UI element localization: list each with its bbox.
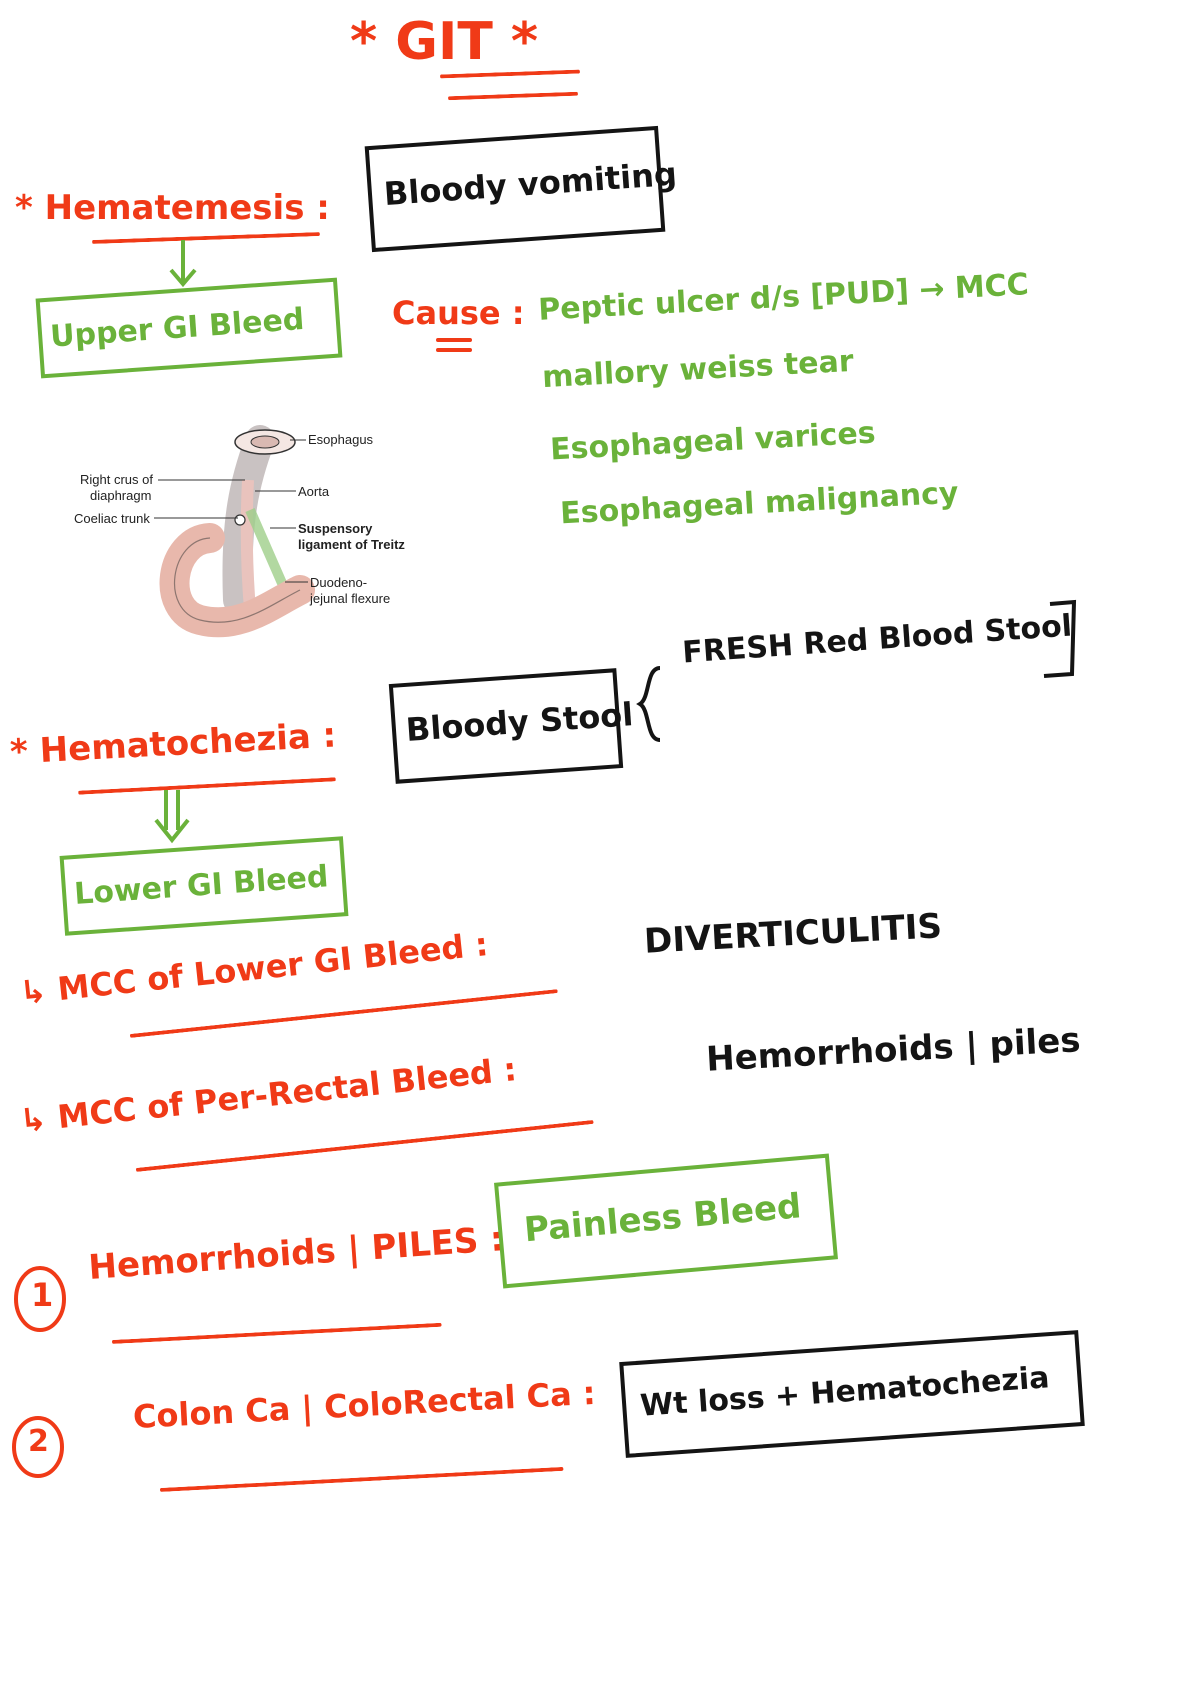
cause-label: Cause : (392, 294, 525, 332)
item-1-label: Hemorrhoids | PILES : (87, 1219, 506, 1288)
mcc-lower-gi-value: DIVERTICULITIS (643, 906, 943, 962)
mcc-lower-gi-label: ↳ MCC of Lower GI Bleed : (18, 925, 490, 1012)
hematochezia-note: FRESH Red Blood Stool (681, 608, 1074, 671)
painless-bleed-box: Painless Bleed (494, 1153, 838, 1289)
page-title: * GIT * (350, 12, 539, 72)
diagram-label-duodeno-2: jejunal flexure (310, 591, 391, 606)
diagram-label-suspensory-2: ligament of Treitz (298, 537, 405, 552)
wt-loss-box: Wt loss + Hematochezia (619, 1330, 1085, 1458)
diagram-label-aorta: Aorta (298, 484, 330, 499)
duodenojejunal-diagram (154, 425, 315, 638)
mcc-per-rectal-underline (135, 1119, 594, 1172)
cause-item-1: Peptic ulcer d/s [PUD] → MCC (537, 267, 1030, 328)
upper-gi-bleed-label: Upper GI Bleed (49, 301, 306, 355)
item-2-underline (159, 1466, 564, 1492)
mcc-per-rectal-label: ↳ MCC of Per-Rectal Bleed : (18, 1050, 519, 1140)
hematemesis-heading: * Hematemesis : (15, 188, 330, 228)
hematochezia-definition-box: Bloody Stool (388, 668, 634, 784)
item-2-label: Colon Ca | ColoRectal Ca : (132, 1373, 597, 1436)
brace-icon (636, 666, 661, 742)
upper-gi-bleed-box: Upper GI Bleed (35, 277, 343, 379)
hematemesis-definition: Bloody vomiting (382, 154, 678, 214)
cause-underline-1 (436, 338, 472, 342)
item-1-underline (111, 1322, 442, 1344)
hematochezia-heading: * Hematochezia : (9, 715, 338, 773)
hematemesis-definition-box: Bloody vomiting (364, 125, 678, 253)
diagram-label-suspensory-1: Suspensory (298, 521, 373, 536)
number-1-icon (14, 1266, 66, 1332)
hematemesis-underline (91, 232, 321, 244)
lower-gi-bleed-label: Lower GI Bleed (73, 859, 330, 913)
title-underline-2 (447, 91, 579, 101)
item-1-number: 1 (31, 1276, 54, 1314)
diagram-label-duodeno-1: Duodeno- (310, 575, 368, 590)
mcc-per-rectal-value: Hemorrhoids | piles (705, 1020, 1082, 1080)
cause-item-4: Esophageal malignancy (559, 475, 960, 532)
cause-underline-2 (436, 348, 472, 352)
item-2-number: 2 (28, 1424, 49, 1459)
hematochezia-underline (78, 777, 336, 795)
diagram-label-esophagus: Esophagus (308, 432, 374, 447)
number-2-icon (12, 1416, 64, 1478)
bracket-icon (1043, 599, 1077, 678)
diagram-label-coeliac: Coeliac trunk (74, 511, 150, 526)
diagram-label-diaphragm: diaphragm (90, 488, 152, 503)
wt-loss-label: Wt loss + Hematochezia (639, 1360, 1051, 1424)
cause-item-3: Esophageal varices (549, 415, 877, 468)
double-arrow-down-icon (154, 790, 190, 844)
arrow-down-icon (169, 240, 197, 288)
cause-item-2: mallory weiss tear (541, 343, 855, 396)
hematochezia-definition: Bloody Stool (404, 695, 635, 749)
lower-gi-bleed-box: Lower GI Bleed (59, 836, 349, 936)
painless-bleed-label: Painless Bleed (522, 1186, 803, 1251)
mcc-lower-gi-underline (129, 989, 558, 1038)
diagram-label-right-crus: Right crus of (80, 472, 153, 487)
